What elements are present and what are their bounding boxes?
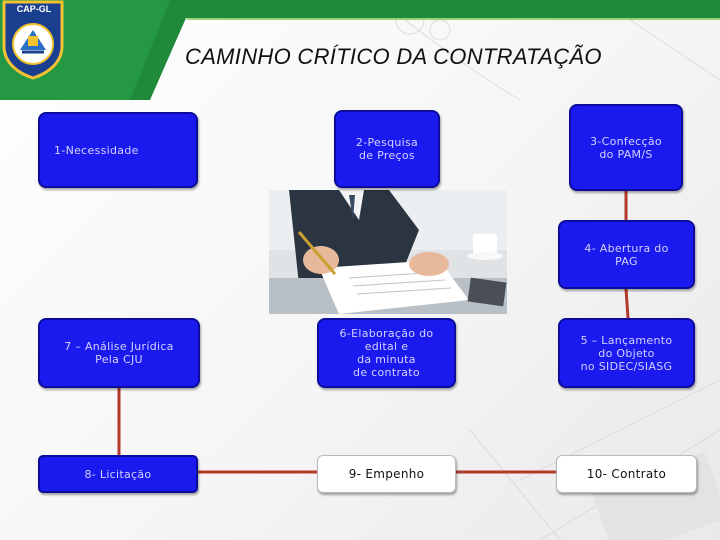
- connector-4-5: [624, 287, 630, 320]
- page-title: CAMINHO CRÍTICO DA CONTRATAÇÃO: [185, 44, 602, 69]
- step-6-elaboracao-edital: 6-Elaboração do edital e da minuta de co…: [317, 318, 456, 388]
- step-9-empenho: 9- Empenho: [317, 455, 456, 493]
- step-5-lancamento-objeto: 5 – Lançamento do Objeto no SIDEC/SIASG: [558, 318, 695, 388]
- step-3-confeccao-pam: 3-Confecção do PAM/S: [569, 104, 683, 191]
- shield-icon: [2, 0, 64, 80]
- step-8-licitacao: 8- Licitação: [38, 455, 198, 493]
- step-2-pesquisa-de-precos: 2-Pesquisa de Preços: [334, 110, 440, 188]
- logo-text: CAP-GL: [16, 4, 52, 14]
- step-7-analise-juridica: 7 – Análise Jurídica Pela CJU: [38, 318, 200, 388]
- signing-document-photo: [269, 190, 507, 314]
- step-10-contrato: 10- Contrato: [556, 455, 697, 493]
- step-1-necessidade: 1-Necessidade: [38, 112, 198, 188]
- cap-gl-logo: CAP-GL: [0, 0, 66, 80]
- step-4-abertura-pag: 4- Abertura do PAG: [558, 220, 695, 289]
